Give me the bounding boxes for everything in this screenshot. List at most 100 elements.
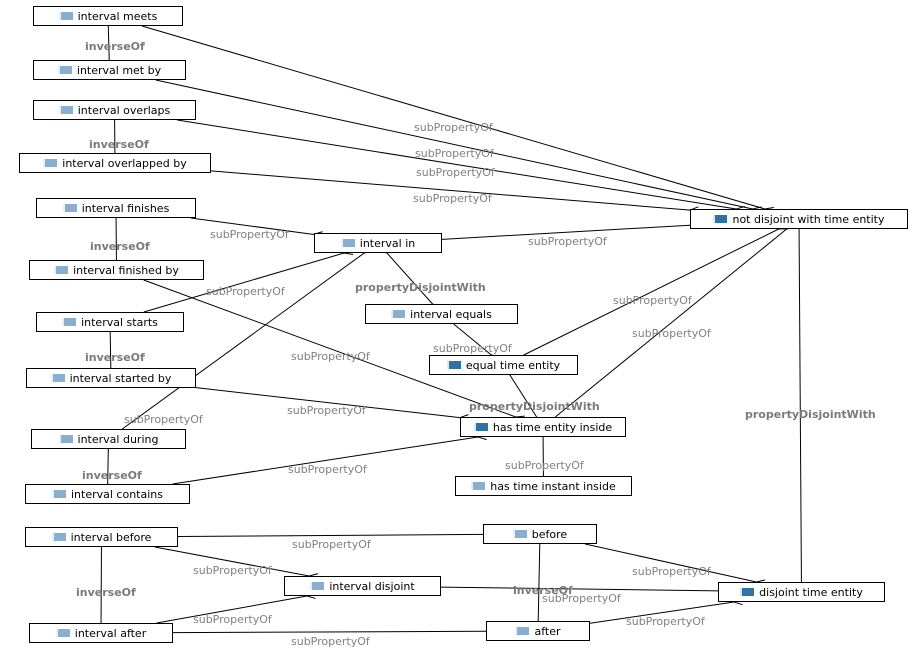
object-property-icon: [58, 435, 73, 443]
object-property-icon: [51, 533, 66, 541]
node-label: interval in: [359, 236, 416, 250]
object-property-icon: [62, 318, 77, 326]
edge-label-subPropertyOf: subPropertyOf: [632, 327, 711, 340]
property-node-intervalin[interactable]: interval in: [314, 233, 442, 253]
node-label: interval overlaps: [77, 103, 171, 117]
node-label: interval contains: [71, 487, 163, 501]
property-node-finishedby[interactable]: interval finished by: [29, 260, 204, 280]
edge-label-subPropertyOf: subPropertyOf: [416, 166, 495, 179]
edge-label-subPropertyOf: subPropertyOf: [433, 342, 512, 355]
edge-label-subPropertyOf: subPropertyOf: [528, 235, 607, 248]
edge-label-subPropertyOf: subPropertyOf: [287, 404, 366, 417]
property-node-notdisjoint[interactable]: not disjoint with time entity: [690, 209, 908, 229]
edge-subPropertyOf-ibefore-idisjoint: [154, 546, 310, 577]
edge-subPropertyOf-finishedby-hasinside: [143, 279, 517, 418]
edge-label-inverseOf: inverseOf: [89, 138, 149, 151]
edge-label-subPropertyOf: subPropertyOf: [288, 463, 367, 476]
object-property-icon: [713, 215, 728, 223]
property-node-idisjoint[interactable]: interval disjoint: [284, 576, 441, 596]
edge-subPropertyOf-hasinside-notdisjoint: [554, 228, 788, 418]
node-label: interval met by: [76, 63, 162, 77]
property-node-after[interactable]: after: [486, 621, 590, 641]
edge-label-subPropertyOf: subPropertyOf: [542, 592, 621, 605]
property-node-equals[interactable]: interval equals: [365, 304, 518, 324]
edge-inverseOf-starts-startedby: [109, 331, 112, 369]
object-property-icon: [515, 627, 530, 635]
edge-propertyDisjointWith-hasinside-equaltime: [509, 374, 538, 418]
edge-label-subPropertyOf: subPropertyOf: [193, 564, 272, 577]
node-label: interval finishes: [81, 201, 170, 215]
node-label: not disjoint with time entity: [732, 212, 885, 226]
object-property-icon: [58, 12, 73, 20]
edge-subPropertyOf-finishes-intervalin: [190, 217, 315, 235]
edge-inverseOf-before-after: [537, 543, 541, 622]
edge-label-subPropertyOf: subPropertyOf: [124, 413, 203, 426]
node-label: has time instant inside: [490, 479, 616, 493]
property-node-contains[interactable]: interval contains: [25, 484, 190, 504]
node-label: interval started by: [69, 371, 172, 385]
object-property-icon: [340, 239, 355, 247]
object-property-icon: [310, 582, 325, 590]
property-node-disjoint[interactable]: disjoint time entity: [718, 582, 885, 602]
object-property-icon: [391, 310, 406, 318]
edge-label-subPropertyOf: subPropertyOf: [414, 121, 493, 134]
edge-label-subPropertyOf: subPropertyOf: [413, 192, 492, 205]
edge-label-inverseOf: inverseOf: [82, 469, 142, 482]
edge-label-subPropertyOf: subPropertyOf: [632, 565, 711, 578]
object-property-icon: [512, 530, 527, 538]
property-node-meets[interactable]: interval meets: [33, 6, 183, 26]
edge-label-subPropertyOf: subPropertyOf: [505, 459, 584, 472]
property-node-equaltime[interactable]: equal time entity: [429, 355, 578, 375]
edge-subPropertyOf-startedby-hasinside: [195, 387, 461, 419]
node-label: disjoint time entity: [759, 585, 863, 599]
edge-subPropertyOf-during-intervalin: [121, 252, 365, 430]
property-node-metby[interactable]: interval met by: [33, 60, 186, 80]
object-property-icon: [55, 629, 70, 637]
edge-label-subPropertyOf: subPropertyOf: [626, 615, 705, 628]
edge-subPropertyOf-idisjoint-disjoint: [440, 586, 719, 592]
object-property-icon: [58, 106, 73, 114]
node-label: interval equals: [410, 307, 492, 321]
edge-label-inverseOf: inverseOf: [513, 584, 573, 597]
edge-label-subPropertyOf: subPropertyOf: [193, 613, 272, 626]
edge-label-inverseOf: inverseOf: [76, 586, 136, 599]
edge-inverseOf-meets-metby: [107, 25, 110, 61]
edge-label-subPropertyOf: subPropertyOf: [613, 294, 692, 307]
property-node-overlaps[interactable]: interval overlaps: [33, 100, 196, 120]
edge-subPropertyOf-overlappedby-notdisjoint: [210, 170, 691, 211]
node-label: equal time entity: [465, 358, 561, 372]
edge-label-propertyDisjointWith: propertyDisjointWith: [469, 400, 600, 413]
object-property-icon: [471, 482, 486, 490]
object-property-icon: [43, 159, 58, 167]
edge-subPropertyOf-iafter-after: [172, 630, 487, 634]
edge-subPropertyOf-intervalin-notdisjoint: [441, 224, 691, 240]
edge-subPropertyOf-overlaps-notdisjoint: [177, 119, 737, 210]
property-node-hasinstant[interactable]: has time instant inside: [455, 476, 632, 496]
object-property-icon: [62, 204, 77, 212]
edge-label-subPropertyOf: subPropertyOf: [291, 635, 370, 648]
edge-subPropertyOf-iafter-idisjoint: [156, 595, 307, 624]
property-node-overlappedby[interactable]: interval overlapped by: [19, 153, 211, 173]
edge-subPropertyOf-equals-equaltime: [453, 323, 492, 356]
property-node-ibefore[interactable]: interval before: [25, 527, 178, 547]
property-node-before[interactable]: before: [483, 524, 597, 544]
node-label: interval disjoint: [329, 579, 415, 593]
node-label: before: [531, 527, 568, 541]
object-property-icon: [740, 588, 755, 596]
object-property-icon: [52, 490, 66, 498]
property-node-iafter[interactable]: interval after: [29, 623, 173, 643]
object-property-icon: [473, 423, 488, 431]
node-label: interval during: [77, 432, 159, 446]
property-node-finishes[interactable]: interval finishes: [36, 198, 196, 218]
object-property-icon: [50, 374, 65, 382]
edge-label-inverseOf: inverseOf: [85, 40, 145, 53]
edge-label-subPropertyOf: subPropertyOf: [415, 147, 494, 160]
property-node-startedby[interactable]: interval started by: [26, 368, 196, 388]
property-node-during[interactable]: interval during: [31, 429, 186, 449]
property-node-starts[interactable]: interval starts: [36, 312, 184, 332]
node-label: interval starts: [81, 315, 158, 329]
edge-label-propertyDisjointWith: propertyDisjointWith: [745, 408, 876, 421]
property-node-hasinside[interactable]: has time entity inside: [460, 417, 626, 437]
object-property-icon: [57, 66, 72, 74]
